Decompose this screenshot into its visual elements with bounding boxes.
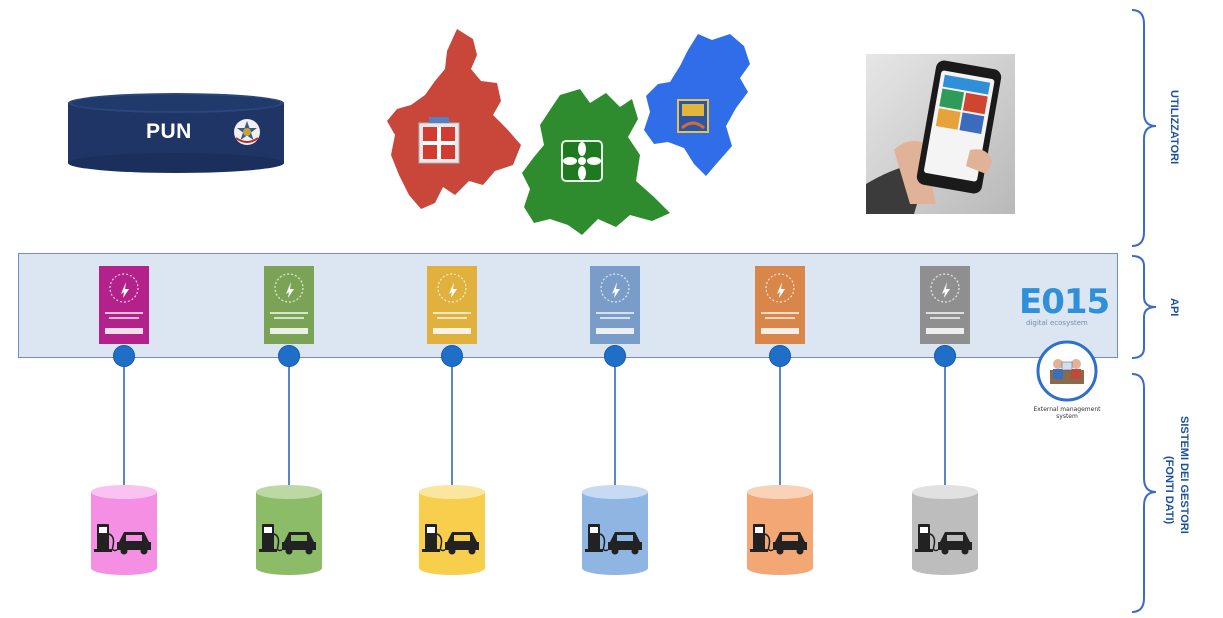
external-system-icon (1036, 340, 1098, 402)
lombardia-region-icon (520, 85, 675, 245)
fuel-ev-car-icon (94, 524, 151, 555)
smartphone-app-photo (866, 54, 1015, 214)
api-node-dot (934, 345, 956, 367)
api-card (99, 266, 149, 344)
piemonte-region-icon (385, 25, 525, 215)
label-operators-line2: (FONTI DATI) (1163, 456, 1175, 525)
fuel-ev-car-icon (585, 524, 642, 555)
veneto-region-icon (640, 30, 755, 178)
pun-database: PUN (68, 93, 284, 173)
api-node-dot (278, 345, 300, 367)
italian-emblem-icon (233, 118, 261, 146)
fuel-ev-car-icon (259, 524, 316, 555)
api-node-dot (604, 345, 626, 367)
api-card (264, 266, 314, 344)
e015-subtitle: digital ecosystem (1026, 319, 1088, 327)
label-api: API (1168, 298, 1180, 317)
connector-line (944, 356, 946, 486)
bracket-users (1131, 9, 1157, 247)
connector-line (123, 356, 125, 486)
pun-label: PUN (146, 120, 192, 143)
api-card (427, 266, 477, 344)
api-node-dot (113, 345, 135, 367)
api-node-dot (769, 345, 791, 367)
label-operators-line1: SISTEMI DEI GESTORI (1178, 416, 1190, 534)
connector-line (288, 356, 290, 486)
external-system-caption: External management system (1033, 406, 1101, 420)
connector-line (614, 356, 616, 486)
operator-datastore (747, 484, 813, 576)
operator-datastore (912, 484, 978, 576)
fuel-ev-car-icon (915, 524, 972, 555)
api-node-dot (441, 345, 463, 367)
e015-logo: E015 (1019, 282, 1110, 322)
api-card (920, 266, 970, 344)
connector-line (779, 356, 781, 486)
bracket-api (1131, 255, 1157, 359)
fuel-ev-car-icon (750, 524, 807, 555)
operator-datastore (256, 484, 322, 576)
fuel-ev-car-icon (422, 524, 479, 555)
api-card (590, 266, 640, 344)
connector-line (451, 356, 453, 486)
operator-datastore (582, 484, 648, 576)
operator-datastore (419, 484, 485, 576)
operator-datastore (91, 484, 157, 576)
label-users: UTILIZZATORI (1168, 90, 1180, 165)
bracket-operators (1131, 373, 1157, 613)
api-card (755, 266, 805, 344)
